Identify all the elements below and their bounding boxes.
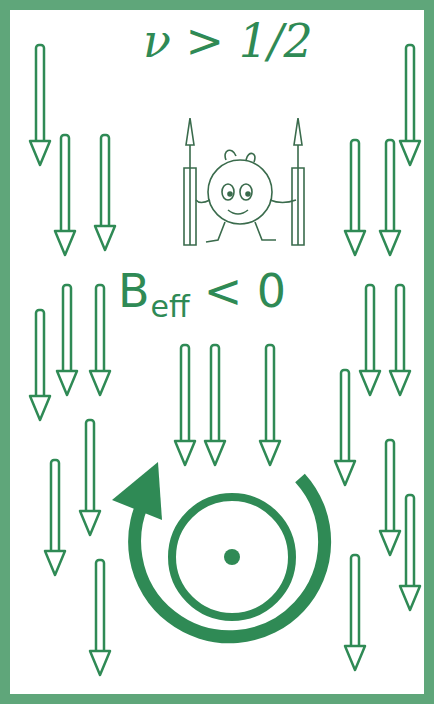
- flux-shaft: [51, 460, 59, 553]
- flux-head: [380, 231, 400, 255]
- flux-head: [80, 511, 100, 535]
- out-of-page-dot: [224, 549, 240, 565]
- flux-head: [345, 646, 365, 670]
- flux-head: [90, 371, 110, 395]
- flux-shaft: [96, 560, 104, 653]
- flux-shaft: [351, 555, 359, 648]
- flux-head: [400, 586, 420, 610]
- flux-shaft: [266, 345, 274, 443]
- flux-shaft: [386, 440, 394, 533]
- flux-shaft: [211, 345, 219, 443]
- flux-shaft: [36, 45, 44, 143]
- flux-shaft: [386, 140, 394, 233]
- field-value: < 0: [204, 268, 286, 314]
- flux-head: [95, 226, 115, 250]
- flux-head: [90, 651, 110, 675]
- field-symbol: B: [118, 268, 150, 314]
- flux-head: [57, 371, 77, 395]
- flux-shaft: [36, 310, 44, 398]
- flux-shaft: [181, 345, 189, 443]
- vortex-symbol: [112, 462, 325, 637]
- filling-factor: ν > 1/2: [143, 18, 313, 64]
- flux-shaft: [406, 45, 414, 143]
- flux-shaft: [351, 140, 359, 233]
- flux-shaft: [366, 285, 374, 373]
- flux-head: [55, 231, 75, 255]
- flux-shaft: [86, 420, 94, 513]
- flux-shaft: [61, 135, 69, 233]
- flux-shaft: [406, 495, 414, 588]
- flux-head: [400, 141, 420, 165]
- flux-head: [260, 441, 280, 465]
- flux-shaft: [341, 370, 349, 463]
- field-subscript: eff: [151, 292, 190, 322]
- flux-shaft: [101, 135, 109, 228]
- flux-arrows: [30, 45, 420, 675]
- field-ring: [172, 497, 292, 617]
- circulation-arc: [135, 478, 325, 637]
- flux-head: [380, 531, 400, 555]
- flux-shaft: [96, 285, 104, 373]
- frame: [5, 5, 429, 699]
- flux-head: [175, 441, 195, 465]
- flux-shaft: [63, 285, 71, 373]
- flux-head: [30, 396, 50, 420]
- flux-head: [335, 461, 355, 485]
- flux-head: [45, 551, 65, 575]
- composite-fermion-cartoon: [184, 118, 304, 245]
- flux-head: [30, 141, 50, 165]
- flux-head: [205, 441, 225, 465]
- flux-shaft: [396, 285, 404, 373]
- circulation-head: [112, 462, 162, 520]
- flux-head: [390, 371, 410, 395]
- flux-head: [360, 371, 380, 395]
- flux-head: [345, 231, 365, 255]
